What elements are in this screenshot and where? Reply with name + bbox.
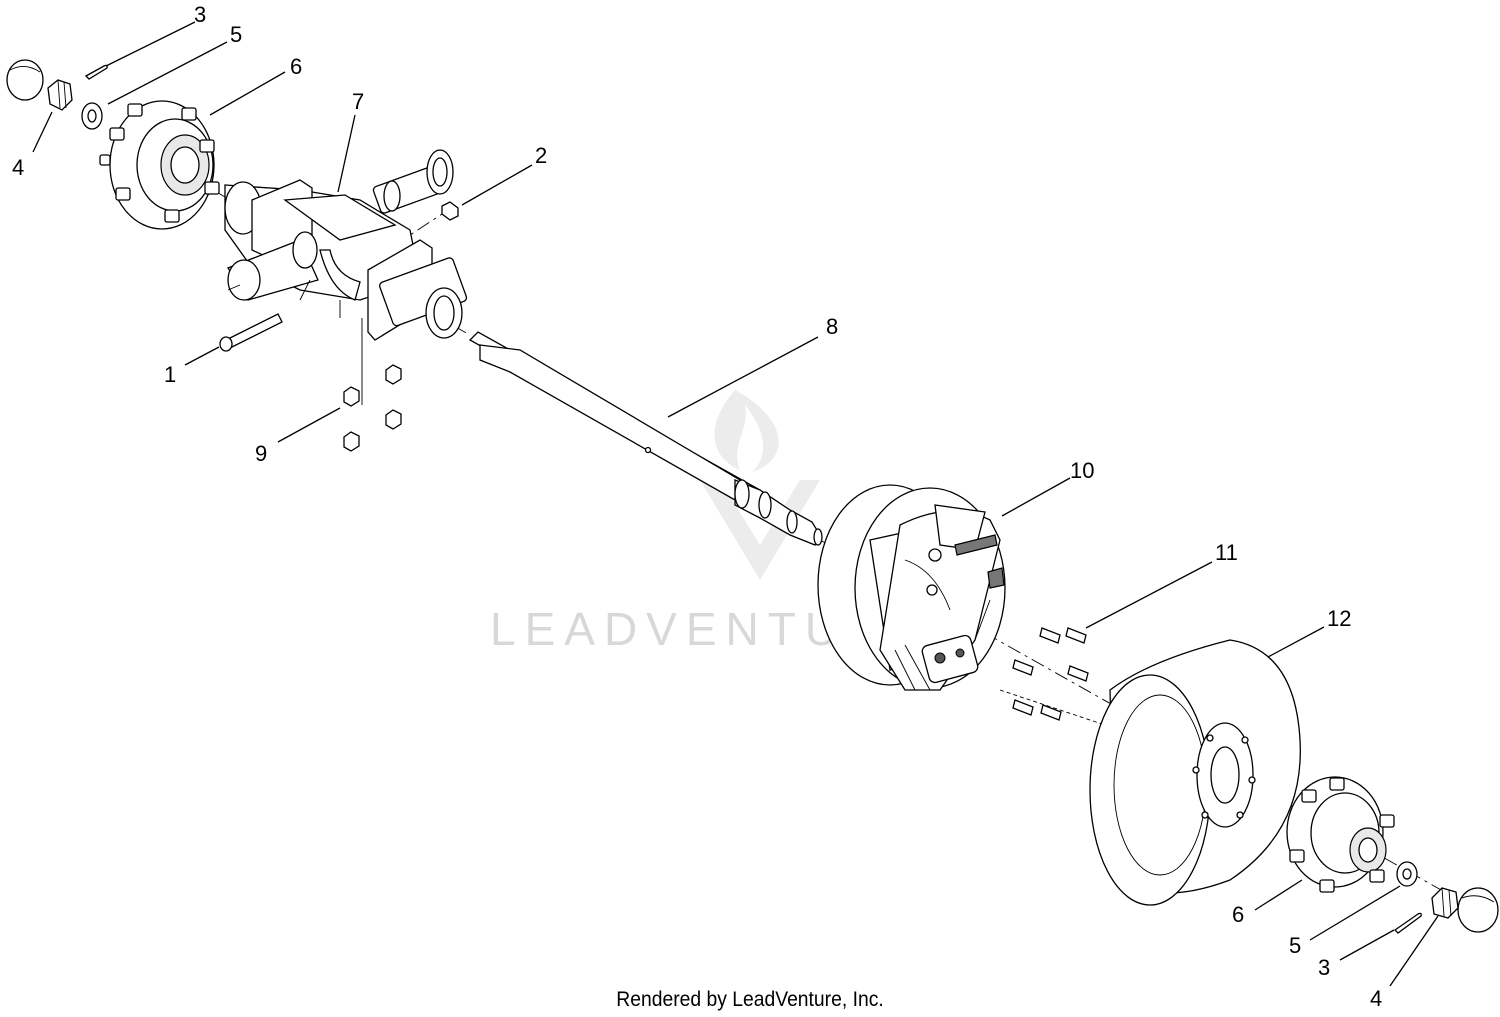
callout-6-right: 6	[1232, 902, 1244, 927]
callout-3: 3	[194, 2, 206, 27]
nut	[441, 201, 459, 221]
castle-nut-left	[47, 79, 73, 111]
hub-left	[99, 100, 220, 230]
leader-lines	[32, 21, 1439, 987]
washer-left	[81, 102, 103, 130]
render-credit: Rendered by LeadVenture, Inc.	[616, 988, 884, 1011]
cotter-pin-right	[1393, 912, 1422, 934]
stud-nuts	[343, 364, 402, 452]
cotter-pin-left	[84, 64, 108, 80]
callout-9: 9	[255, 441, 267, 466]
hub-right	[1286, 776, 1395, 893]
callout-12: 12	[1327, 606, 1351, 631]
callout-1: 1	[164, 362, 176, 387]
bolt	[219, 313, 283, 352]
brake-drum	[1089, 639, 1301, 906]
callout-5-right: 5	[1289, 933, 1301, 958]
callout-6: 6	[290, 54, 302, 79]
callout-4-right: 4	[1370, 986, 1382, 1011]
bolt-hidden-line	[999, 689, 1121, 731]
axle-housing	[224, 149, 468, 341]
wheel-bolts	[1012, 627, 1089, 721]
callout-5: 5	[230, 22, 242, 47]
callout-10: 10	[1070, 458, 1094, 483]
dust-cap-right	[1457, 887, 1499, 933]
spindle-shaft	[468, 331, 823, 546]
callout-7: 7	[352, 89, 364, 114]
castle-nut-right	[1431, 887, 1459, 919]
callout-11: 11	[1215, 540, 1238, 565]
dust-cap-left	[6, 59, 44, 101]
callout-labels: 3 5 6 4 7 2 1 9 8 10 11 12 6 5 3 4	[12, 2, 1382, 1011]
callout-2: 2	[535, 143, 547, 168]
brake-assembly	[817, 484, 1006, 691]
callout-8: 8	[826, 314, 838, 339]
callout-3-right: 3	[1318, 955, 1330, 980]
washer-right	[1396, 861, 1418, 887]
callout-4: 4	[12, 155, 24, 180]
